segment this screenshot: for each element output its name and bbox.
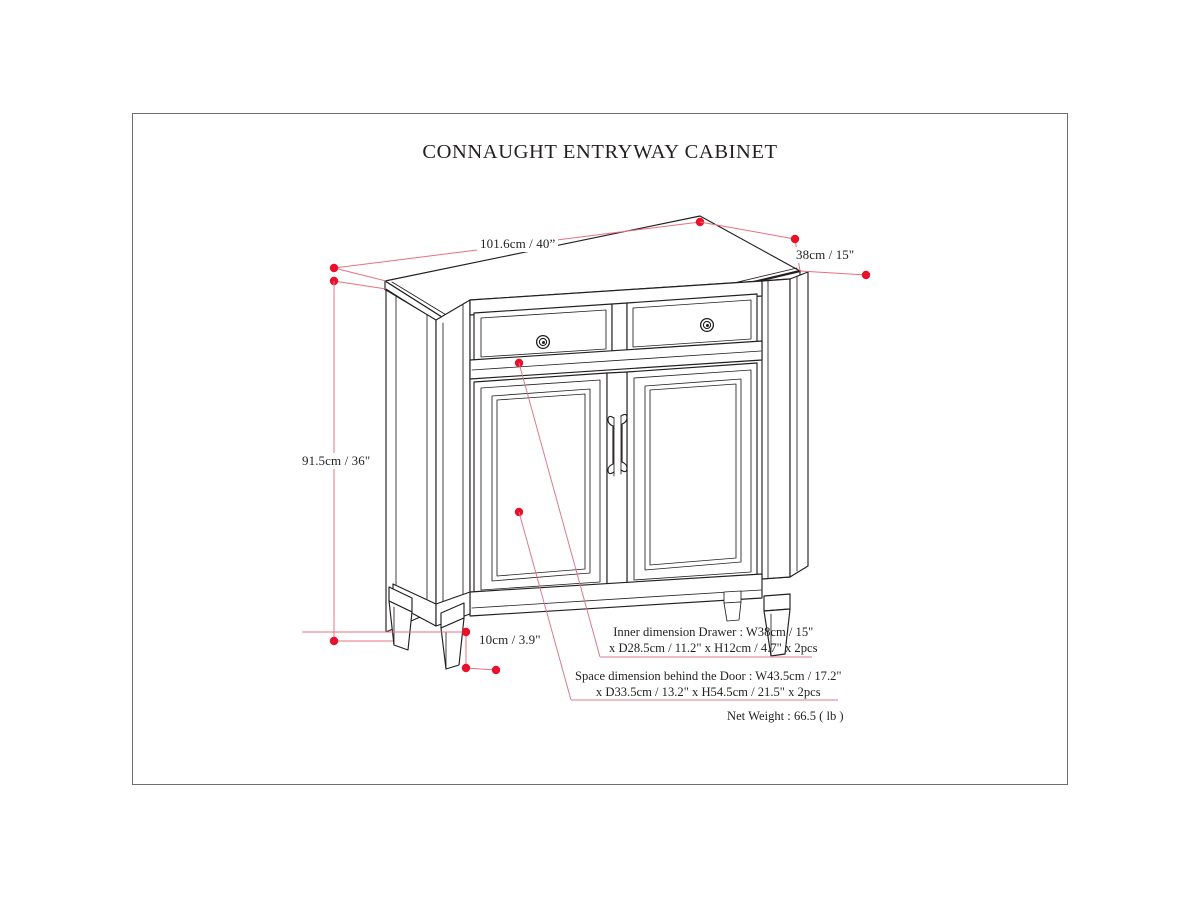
dimension-label-depth: 38cm / 15" bbox=[793, 247, 858, 263]
note-drawer-inner-dimension: Inner dimension Drawer : W38cm / 15" x D… bbox=[609, 625, 818, 656]
note-door-line-2: x D33.5cm / 13.2" x H54.5cm / 21.5" x 2p… bbox=[595, 684, 821, 699]
note-drawer-line-2: x D28.5cm / 11.2" x H12cm / 4.7" x 2pcs bbox=[609, 640, 818, 655]
page-title: CONNAUGHT ENTRYWAY CABINET bbox=[422, 141, 778, 163]
note-net-weight-text: Net Weight : 66.5 ( lb ) bbox=[727, 709, 844, 723]
note-door-space-dimension: Space dimension behind the Door : W43.5c… bbox=[575, 669, 842, 700]
note-net-weight: Net Weight : 66.5 ( lb ) bbox=[727, 709, 844, 725]
dimension-label-width: 101.6cm / 40” bbox=[477, 236, 559, 252]
dimension-label-height: 91.5cm / 36" bbox=[299, 453, 374, 469]
note-drawer-line-1: Inner dimension Drawer : W38cm / 15" bbox=[613, 625, 814, 639]
dimension-label-leg-height: 10cm / 3.9" bbox=[476, 632, 544, 648]
note-door-line-1: Space dimension behind the Door : W43.5c… bbox=[575, 669, 842, 683]
